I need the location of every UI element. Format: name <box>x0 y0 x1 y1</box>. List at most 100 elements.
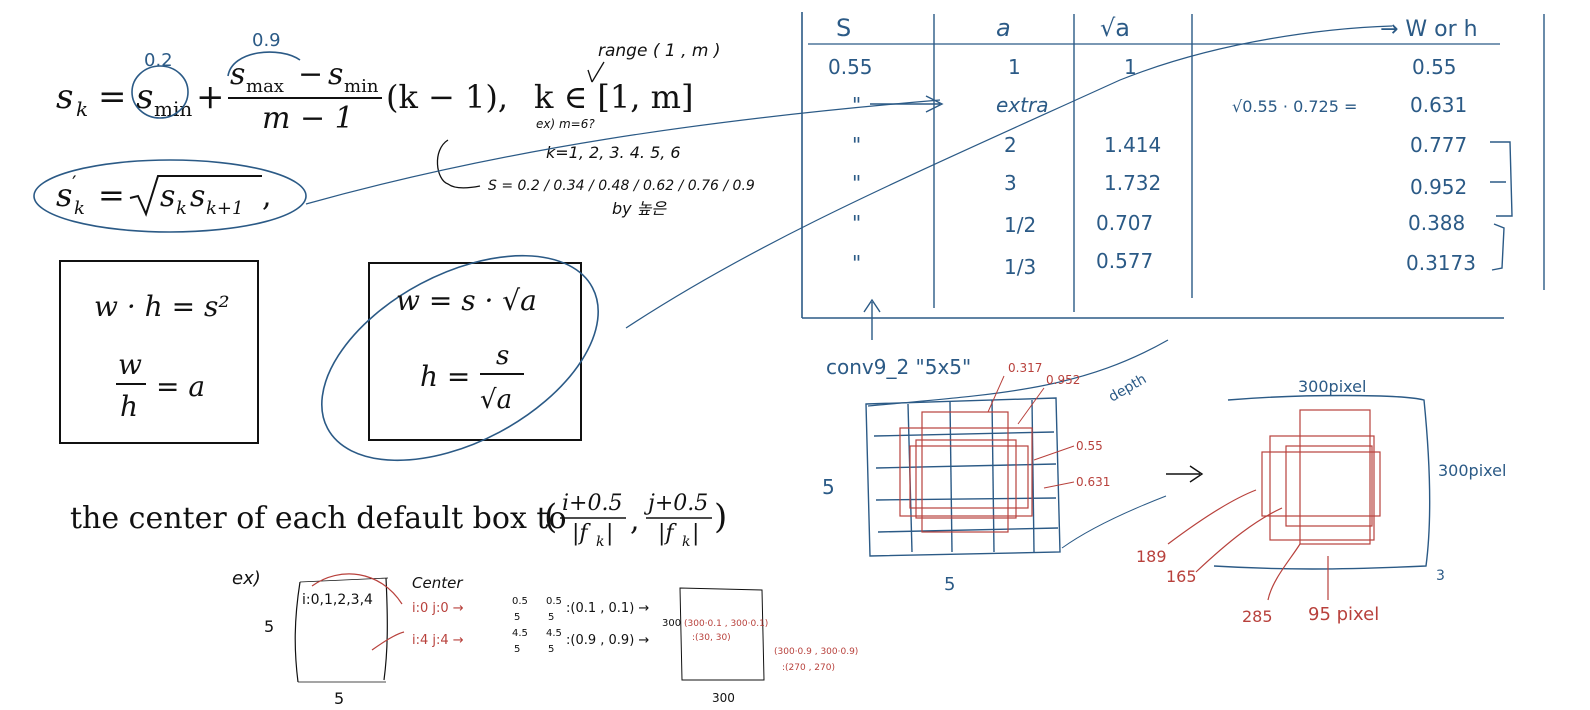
example-300-box <box>679 587 765 681</box>
formula2-eq: = <box>98 176 125 214</box>
example-side300: 300 <box>662 618 681 629</box>
table-cell-a: 1/2 <box>1004 213 1036 237</box>
table-cell-s: " <box>852 251 861 275</box>
center-frac1-den-sub: k <box>596 534 604 550</box>
table-header-s: S <box>836 14 851 42</box>
formula2-trail: , <box>262 179 272 214</box>
formula1-num-a-sub: max <box>246 76 284 97</box>
note-range: range ( 1 , m ) <box>598 41 721 61</box>
table-cell-sqrt-a: 1.732 <box>1104 171 1161 195</box>
table-cell-s: " <box>852 93 861 117</box>
center-close: ) <box>714 497 727 537</box>
formula2-lhs-sub: k <box>74 198 85 219</box>
example-index-label: i:0,1,2,3,4 <box>302 592 373 608</box>
example-row1-frac-b-den: 5 <box>548 612 554 623</box>
table-cell-s: " <box>852 211 861 235</box>
connector-box-to-table <box>625 25 1393 329</box>
center-frac1-num: i+0.5 <box>562 491 622 516</box>
formula2-lhs: s <box>56 176 72 214</box>
table-cell-a: extra <box>996 93 1048 117</box>
box-right-circle <box>321 254 599 462</box>
box-right-h-lhs: h = <box>420 360 470 393</box>
grid-title: conv9_2 "5x5" <box>826 355 971 379</box>
table-header-a: a <box>996 14 1011 42</box>
note-by: by 높은 <box>612 199 667 218</box>
table-cell-sqrt-a: 0.707 <box>1096 211 1153 235</box>
box-right-frac-den: √a <box>480 385 512 415</box>
smax-underline <box>227 51 301 77</box>
formula1-plus: + <box>196 77 225 117</box>
pixel-label-285: 285 <box>1242 607 1273 626</box>
note-smax-value: 0.9 <box>252 30 281 51</box>
example-calc2: (300·0.9 , 300·0.9) <box>774 647 858 657</box>
box-left-frac-den: h <box>120 390 138 423</box>
grid-default-boxes <box>899 411 1033 533</box>
formula2-circle <box>33 159 307 233</box>
formula1-num-b: s <box>328 57 343 92</box>
box-right: w = s · √a h = s √a <box>321 254 599 462</box>
box-right-line1: w = s · √a <box>396 284 537 317</box>
formula-scale: s k = s min + s max − s min m − 1 (k − 1… <box>56 30 721 136</box>
pixel-right: 300pixel <box>1438 461 1506 480</box>
formula1-lhs: s <box>56 77 73 117</box>
example-row1-frac-a-den: 5 <box>514 612 520 623</box>
example-bottom300: 300 <box>712 691 735 705</box>
grid-depth-line-2 <box>1061 495 1167 549</box>
formula2-sqrt-sign <box>129 175 262 217</box>
pixel-default-boxes <box>1261 409 1381 545</box>
grid-to-pixel-arrow <box>1166 465 1204 483</box>
example-row1-frac-a-num: 0.5 <box>512 596 528 607</box>
table-header-sqrt-a: √a <box>1100 14 1130 42</box>
example-row1-result: :(0.1 , 0.1) → <box>566 601 649 616</box>
pixel-corner3: 3 <box>1436 568 1445 584</box>
pixel-frame <box>1213 394 1431 570</box>
example-grid-box <box>294 577 388 683</box>
grid-depth: depth <box>1106 371 1149 405</box>
formula2-radicand2: s <box>190 179 205 214</box>
table-cell-s: 0.55 <box>828 55 873 79</box>
grid-depth-line <box>867 339 1169 407</box>
table-cell-sqrt-a: 1 <box>1124 55 1137 79</box>
grid-label-0952: 0.952 <box>1046 373 1080 387</box>
table-cell-sqrt-a: 0.577 <box>1096 249 1153 273</box>
center-example: ex) 5 5 i:0,1,2,3,4 Center i:0 j:0 → 0.5… <box>232 568 858 708</box>
note-s-values: S = 0.2 / 0.34 / 0.48 / 0.62 / 0.76 / 0.… <box>488 178 755 194</box>
formula2-prime: ′ <box>72 171 77 195</box>
table-bracket-2 <box>1491 223 1505 271</box>
table-cell-s: " <box>852 133 861 157</box>
pixel-label-165: 165 <box>1166 567 1197 586</box>
example-side5: 5 <box>264 617 274 636</box>
table-cell-wh: 0.388 <box>1408 211 1465 235</box>
pixel-top: 300pixel <box>1298 377 1366 396</box>
center-frac1-den-end: | <box>606 521 613 546</box>
k-bracket-arrow <box>436 139 481 189</box>
pixel-label-arrows <box>1167 489 1329 601</box>
example-row1-frac-b-num: 0.5 <box>546 596 562 607</box>
example-row2: i:4 j:4 → <box>412 633 464 648</box>
center-comma: , <box>630 503 640 538</box>
example-row2-frac-a-num: 4.5 <box>512 628 528 639</box>
table-cell-wh: 0.631 <box>1410 93 1467 117</box>
formula1-k-term: (k − 1), <box>386 78 508 116</box>
box-left: w · h = s² w h = a <box>59 260 259 444</box>
table-cell-wh: 0.55 <box>1412 55 1457 79</box>
table-cell-a: 1 <box>1008 55 1021 79</box>
example-row2-result: :(0.9 , 0.9) → <box>566 633 649 648</box>
table-cell-note: √0.55 · 0.725 = <box>1232 97 1357 116</box>
box-right-frac-num: s <box>496 341 509 371</box>
center-formula: the center of each default box to ( i+0.… <box>70 491 727 550</box>
center-frac1-den: |f <box>572 521 591 546</box>
center-open: ( <box>544 497 557 537</box>
formula-s-prime: s ′ k = s k s k+1 , <box>33 159 307 233</box>
pixel-label-95: 95 pixel <box>1308 604 1379 625</box>
example-ex: ex) <box>232 568 261 589</box>
example-calc1b: :(30, 30) <box>692 633 731 643</box>
formula1-lhs-sub: k <box>76 97 88 121</box>
table-cell-wh: 0.952 <box>1410 175 1467 199</box>
pixel-sketch: 300pixel 300pixel 3 189 165 285 95 pixel <box>1136 377 1506 626</box>
scale-table: S a √a → W or h 0.55 1 1 0.55 " extra √0… <box>801 12 1545 340</box>
center-label: the center of each default box to <box>70 501 567 536</box>
pixel-label-189: 189 <box>1136 547 1167 566</box>
table-up-arrow <box>863 298 881 340</box>
